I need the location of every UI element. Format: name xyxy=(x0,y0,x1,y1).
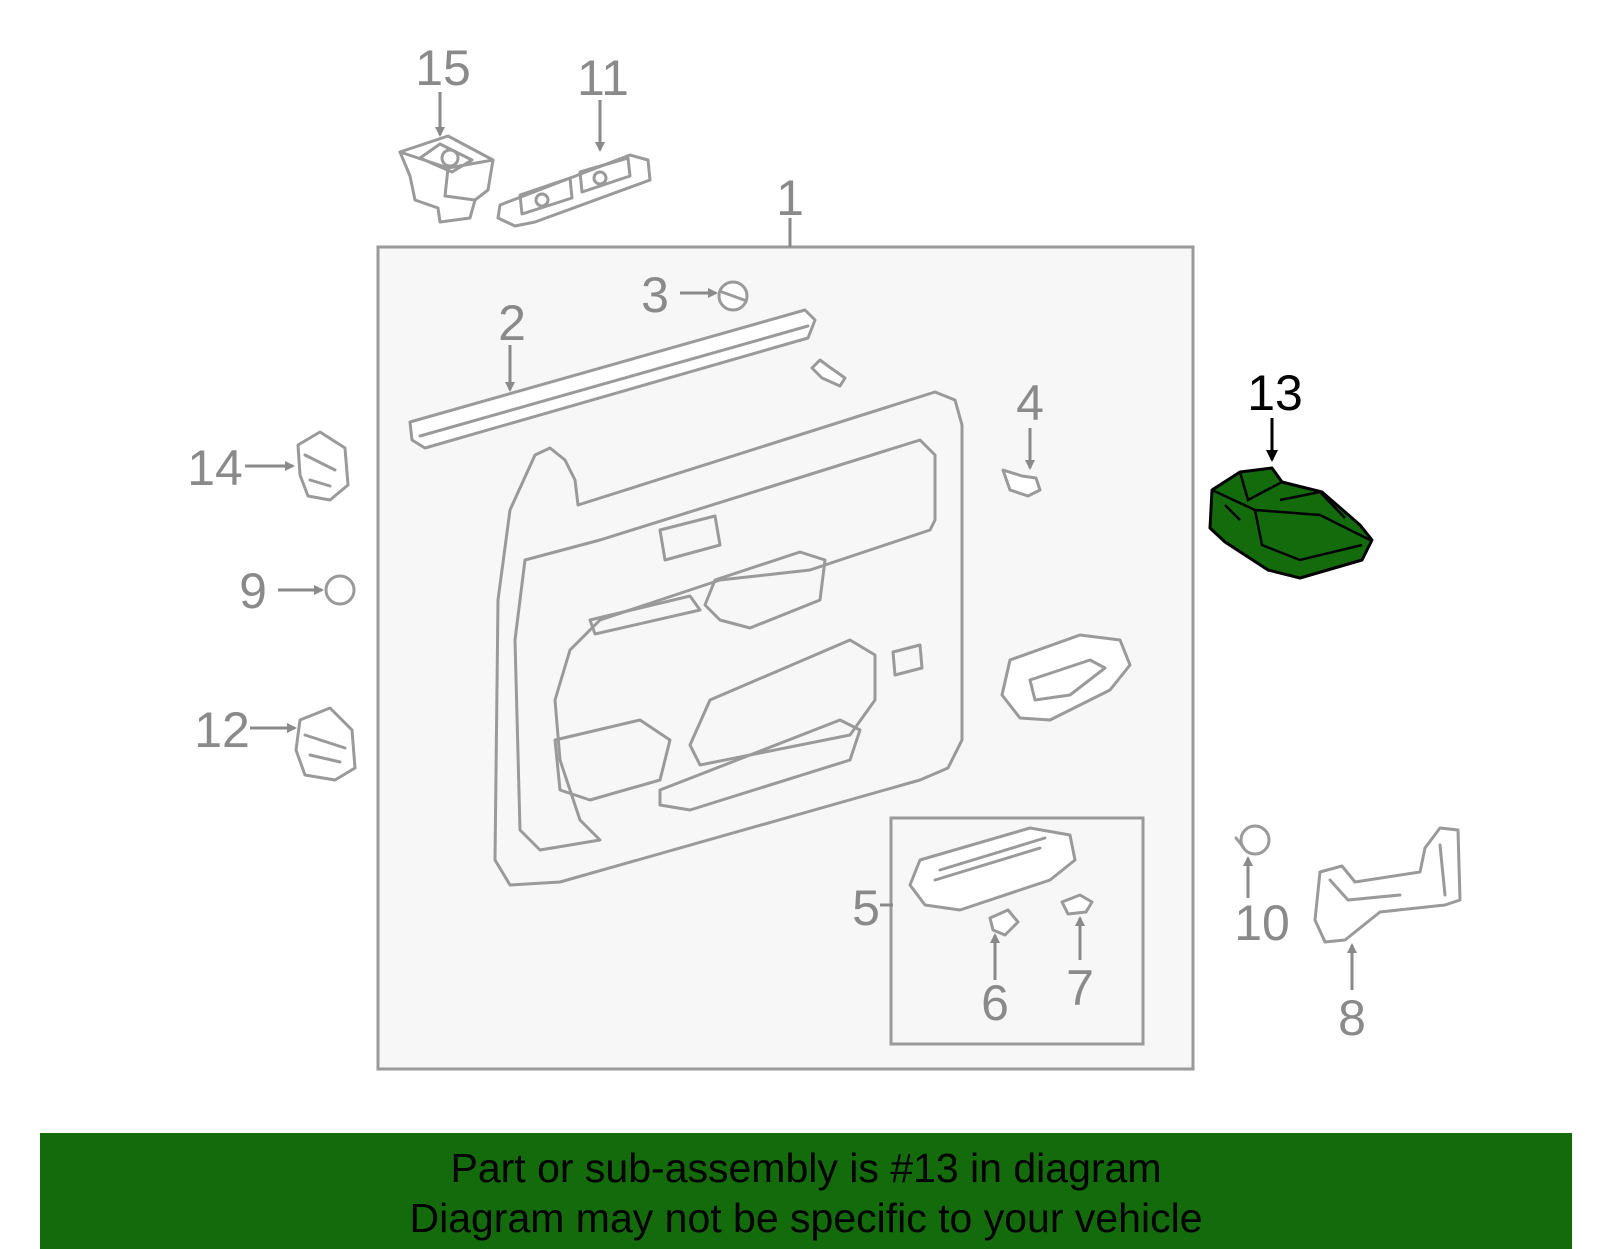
part-15-window-switch[interactable] xyxy=(398,134,495,224)
part-13-master-window-switch[interactable] xyxy=(1208,466,1374,580)
banner-line-2: Diagram may not be specific to your vehi… xyxy=(409,1195,1203,1241)
part-3-clip[interactable] xyxy=(717,280,749,312)
callout-12: 12 xyxy=(194,702,250,758)
part-4-clip[interactable] xyxy=(1001,468,1042,498)
callout-5: 5 xyxy=(852,880,880,936)
part-6-bracket[interactable] xyxy=(988,908,1020,937)
part-11-switch-panel[interactable] xyxy=(496,153,652,228)
armrest-handle[interactable] xyxy=(1000,633,1132,722)
callout-14: 14 xyxy=(187,440,243,496)
part-9-clip[interactable] xyxy=(324,574,356,606)
part-7-cap[interactable] xyxy=(1060,893,1094,916)
callout-8: 8 xyxy=(1338,990,1366,1046)
callout-13: 13 xyxy=(1247,365,1303,421)
callout-6: 6 xyxy=(981,975,1009,1031)
part-5-inside-handle[interactable] xyxy=(908,826,1077,912)
callout-9: 9 xyxy=(239,563,267,619)
callout-1: 1 xyxy=(776,170,804,226)
screw xyxy=(810,358,847,388)
part-12-switch[interactable] xyxy=(294,706,357,782)
callout-10: 10 xyxy=(1234,895,1290,951)
part-2-weatherstrip[interactable] xyxy=(408,308,817,450)
callout-15: 15 xyxy=(415,40,471,96)
part-10-clip[interactable] xyxy=(1234,824,1271,856)
callout-2: 2 xyxy=(498,295,526,351)
callout-7: 7 xyxy=(1066,960,1094,1016)
door-trim-panel[interactable] xyxy=(493,390,964,887)
part-8-bracket[interactable] xyxy=(1313,826,1462,944)
callout-4: 4 xyxy=(1016,375,1044,431)
info-banner: Part or sub-assembly is #13 in diagram D… xyxy=(40,1133,1572,1249)
banner-line-1: Part or sub-assembly is #13 in diagram xyxy=(450,1145,1162,1191)
callout-3: 3 xyxy=(641,267,669,323)
callout-11: 11 xyxy=(577,50,629,106)
part-14-switch[interactable] xyxy=(296,430,350,502)
